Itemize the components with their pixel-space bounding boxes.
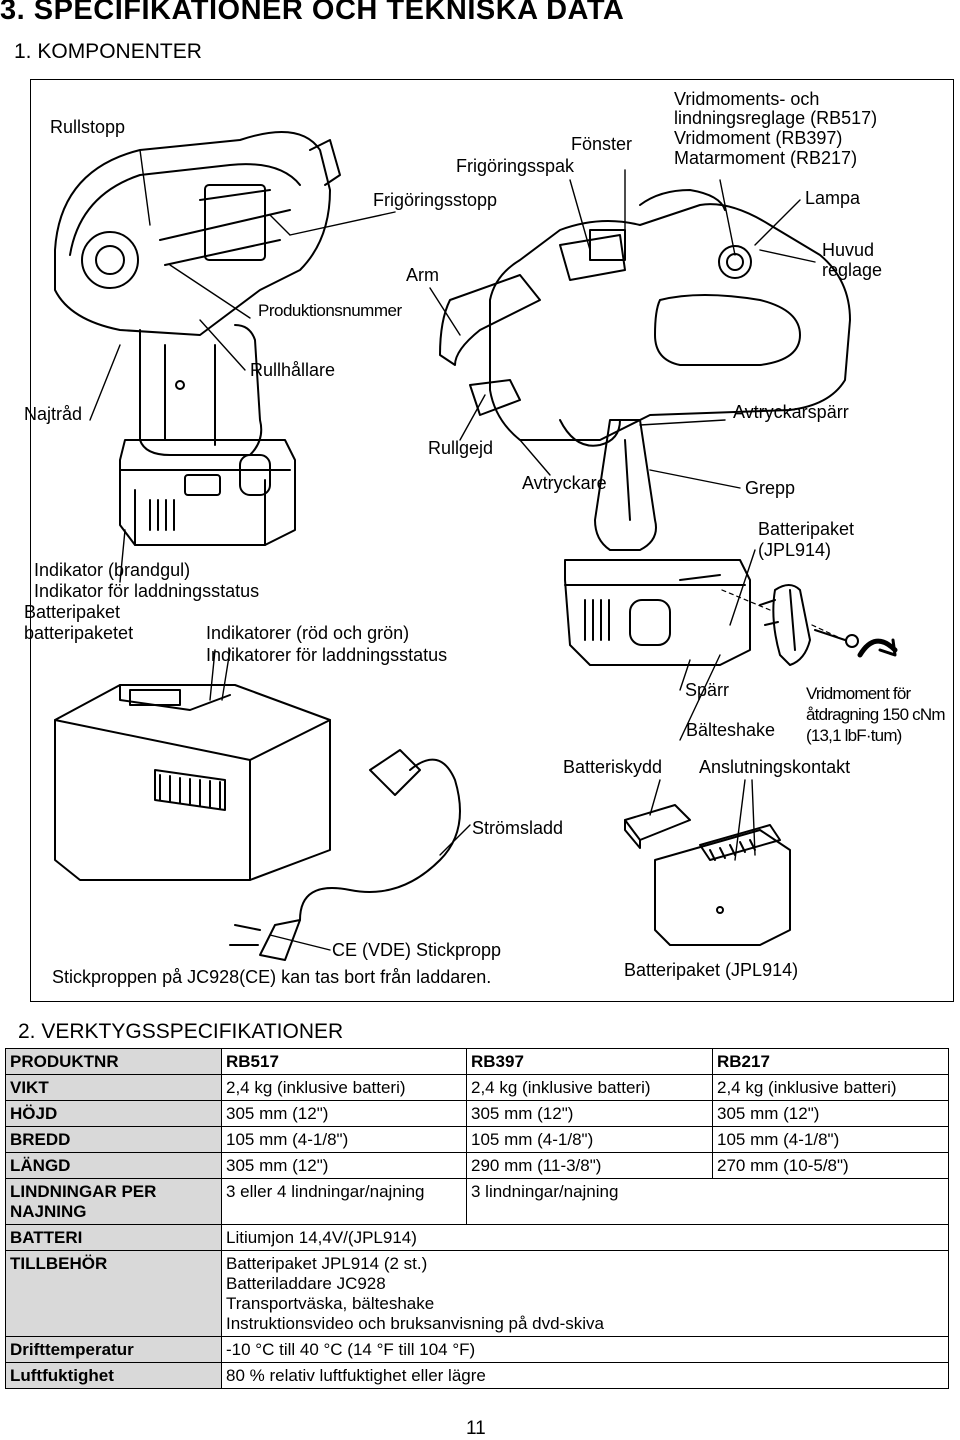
spec-cell: 105 mm (4-1/8") (712, 1126, 949, 1153)
label-indikator-3: Batteripaket (24, 602, 121, 622)
label-fonster: Fönster (571, 134, 633, 154)
spec-cell: 2,4 kg (inklusive batteri) (712, 1074, 949, 1101)
spec-row-vikt: VIKT 2,4 kg (inklusive batteri) 2,4 kg (… (5, 1074, 949, 1101)
tillbehor-item: Batteripaket JPL914 (2 st.) (226, 1254, 428, 1273)
section-komponenter-title: 1. KOMPONENTER (14, 40, 202, 63)
label-frigoringsspak: Frigöringsspak (456, 156, 575, 176)
spec-row-langd: LÄNGD 305 mm (12") 290 mm (11-3/8") 270 … (5, 1152, 949, 1179)
spec-header-cell: RB397 (466, 1048, 713, 1075)
spec-cell: -10 °C till 40 °C (14 °F till 104 °F) (221, 1336, 949, 1363)
label-najtrad: Najtråd (24, 404, 83, 424)
label-huvud-1: Huvud (822, 240, 875, 260)
section-verktygsspecifikationer-title: 2. VERKTYGSSPECIFIKATIONER (18, 1020, 344, 1043)
page-heading: 3. SPECIFIKATIONER OCH TEKNISKA DATA (0, 0, 625, 26)
spec-cell: 270 mm (10-5/8") (712, 1152, 949, 1179)
tool-left-drawing (54, 131, 341, 546)
spec-row-label: BATTERI (5, 1224, 222, 1251)
spec-cell: 2,4 kg (inklusive batteri) (221, 1074, 467, 1101)
leader-lines (89, 149, 816, 951)
spec-cell: 305 mm (12") (466, 1100, 713, 1127)
spec-cell: 290 mm (11-3/8") (466, 1152, 713, 1179)
spec-header-cell: RB217 (712, 1048, 949, 1075)
battery-pack-drawing (624, 804, 791, 946)
label-vridmoment-for-2: åtdragning 150 cNm (806, 705, 946, 724)
spec-row-hojd: HÖJD 305 mm (12") 305 mm (12") 305 mm (1… (5, 1100, 949, 1127)
label-frigoringsstopp: Frigöringsstopp (373, 190, 498, 210)
spec-header-cell: PRODUKTNR (5, 1048, 222, 1075)
spec-cell: 3 eller 4 lindningar/najning (221, 1178, 467, 1225)
spec-row-label: LÄNGD (5, 1152, 222, 1179)
label-vridmoment-3: Vridmoment (RB397) (674, 128, 843, 148)
label-vridmoment-2: lindningsreglage (RB517) (674, 108, 878, 128)
label-indikator-1: Indikator (brandgul) (34, 560, 191, 580)
label-grepp: Grepp (745, 478, 796, 498)
spec-cell: 305 mm (12") (712, 1100, 949, 1127)
spec-row-batteri: BATTERI Litiumjon 14,4V/(JPL914) (5, 1224, 949, 1251)
spec-cell: 305 mm (12") (221, 1100, 467, 1127)
belt-hook-drawing (721, 584, 898, 666)
spec-row-label: HÖJD (5, 1100, 222, 1127)
label-ce-stickpropp: CE (VDE) Stickpropp (332, 940, 502, 960)
spec-row-drifttemperatur: Drifttemperatur -10 °C till 40 °C (14 °F… (5, 1336, 949, 1363)
label-avtryckare: Avtryckare (522, 473, 607, 493)
spec-cell: 80 % relativ luftfuktighet eller lägre (221, 1362, 949, 1389)
label-vridmoment-for-1: Vridmoment för (806, 684, 911, 703)
label-huvud-2: reglage (822, 260, 883, 280)
rebar-tier-illustration (54, 131, 898, 961)
spec-table-header: PRODUKTNR RB517 RB397 RB217 (5, 1048, 949, 1075)
label-batteripaket-bottom: Batteripaket (JPL914) (624, 960, 799, 980)
spec-cell: 3 lindningar/najning (466, 1178, 713, 1225)
label-batteriskydd: Batteriskydd (563, 757, 663, 777)
tillbehor-item: Instruktionsvideo och bruksanvisning på … (226, 1314, 604, 1333)
label-sparr: Spärr (685, 680, 730, 700)
label-indikator-4: batteripaketet (24, 623, 134, 643)
components-diagram-frame (30, 79, 954, 1002)
spec-row-label: TILLBEHÖR (5, 1250, 222, 1337)
label-stickproppen: Stickproppen på JC928(CE) kan tas bort f… (52, 967, 492, 987)
spec-row-label: BREDD (5, 1126, 222, 1153)
label-vridmoment-for-3: (13,1 lbF·tum) (806, 726, 902, 745)
spec-cell: 105 mm (4-1/8") (221, 1126, 467, 1153)
label-batteripaket-jpl-1: Batteripaket (758, 519, 855, 539)
label-rullstopp: Rullstopp (50, 117, 126, 137)
label-rullhallare: Rullhållare (250, 360, 336, 380)
label-batteripaket-jpl-2: (JPL914) (758, 540, 832, 560)
spec-row-tillbehor: TILLBEHÖR Batteripaket JPL914 (2 st.) Ba… (5, 1250, 949, 1337)
label-produktionsnummer: Produktionsnummer (258, 301, 402, 320)
spec-cell: Litiumjon 14,4V/(JPL914) (221, 1224, 949, 1251)
tool-right-drawing (439, 189, 851, 666)
label-balteshake: Bälteshake (686, 720, 776, 740)
spec-row-label: Luftfuktighet (5, 1362, 222, 1389)
spec-row-label: Drifttemperatur (5, 1336, 222, 1363)
label-vridmoment-1: Vridmoments- och (674, 89, 820, 109)
label-indikatorer-1: Indikatorer (röd och grön) (206, 623, 410, 643)
label-stromsladd: Strömsladd (472, 818, 564, 838)
label-indikatorer-2: Indikatorer för laddningsstatus (206, 645, 448, 665)
spec-row-luftfuktighet: Luftfuktighet 80 % relativ luftfuktighet… (5, 1362, 949, 1389)
power-cord-drawing (229, 749, 461, 961)
spec-cell: 305 mm (12") (221, 1152, 467, 1179)
spec-cell: 2,4 kg (inklusive batteri) (466, 1074, 713, 1101)
charger-drawing (54, 684, 331, 881)
label-avtryckarsparr: Avtryckarspärr (733, 402, 849, 422)
label-vridmoment-4: Matarmoment (RB217) (674, 148, 858, 168)
spec-row-lindningar: LINDNINGAR PER NAJNING 3 eller 4 lindnin… (5, 1178, 949, 1225)
label-arm: Arm (406, 265, 439, 285)
spec-cell-tillbehor: Batteripaket JPL914 (2 st.) Batteriladda… (221, 1250, 949, 1337)
spec-row-label: LINDNINGAR PER NAJNING (5, 1178, 222, 1225)
tillbehor-item: Batteriladdare JC928 (226, 1274, 386, 1293)
spec-row-label: VIKT (5, 1074, 222, 1101)
label-anslutningskontakt: Anslutningskontakt (699, 757, 851, 777)
page-number: 11 (466, 1418, 486, 1439)
label-lampa: Lampa (805, 188, 861, 208)
spec-header-cell: RB517 (221, 1048, 467, 1075)
spec-row-bredd: BREDD 105 mm (4-1/8") 105 mm (4-1/8") 10… (5, 1126, 949, 1153)
spec-table: PRODUKTNR RB517 RB397 RB217 VIKT 2,4 kg … (5, 1048, 949, 1389)
tillbehor-item: Transportväska, bälteshake (226, 1294, 435, 1313)
label-indikator-2: Indikator för laddningsstatus (34, 581, 260, 601)
spec-cell (712, 1178, 949, 1225)
label-rullgejd: Rullgejd (428, 438, 494, 458)
spec-cell: 105 mm (4-1/8") (466, 1126, 713, 1153)
